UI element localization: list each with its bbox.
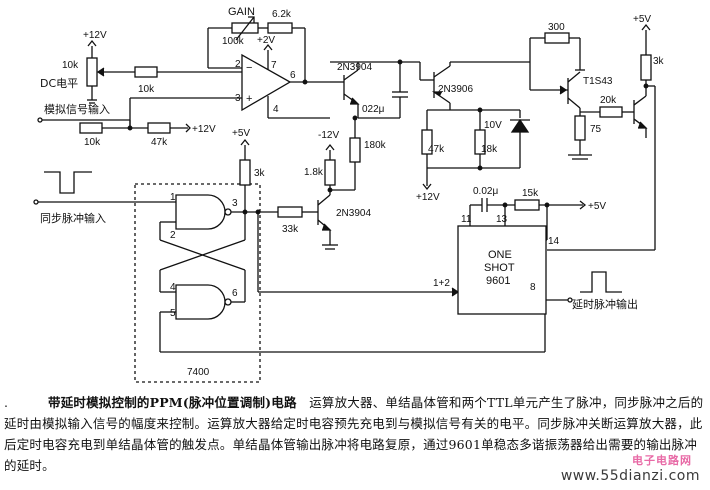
sync-section: 同步脉冲输入 1 2 3 4 5 6 7400	[33, 128, 546, 383]
caption-mark: .	[4, 395, 9, 410]
timing-supply: +12V	[416, 192, 440, 203]
circuit-schematic: − + 2 3 6 7 4 +2V GAIN 100k 6.2k	[33, 6, 665, 383]
sync-supply: +5V	[232, 128, 250, 139]
dc-pot	[86, 57, 98, 87]
switch-supply: -12V	[318, 130, 339, 141]
oneshot-ic	[457, 225, 547, 315]
sync-3k-resistor	[239, 159, 251, 186]
figure-caption: . 带延时模拟控制的PPM(脉冲位置调制)电路 运算放大器、单结晶体管和两个TTL…	[4, 392, 706, 476]
switch-section: 33k 2N3904 1.8k -12V 180k	[277, 115, 387, 250]
ujt-20k-value: 20k	[600, 95, 617, 106]
oneshot-15k-value: 15k	[522, 188, 539, 199]
timing-cap: 022μ	[362, 104, 385, 115]
sync-pulse-waveform	[44, 171, 92, 194]
dc-level-label: DC电平	[40, 77, 78, 90]
ujt-300-resistor	[544, 32, 570, 44]
timing-section: 2N3904 022μ 2N3906 47k +12V 18k	[330, 59, 530, 203]
pnp-type: 2N3906	[438, 84, 473, 95]
oneshot-cap: 0.02μ	[473, 186, 498, 197]
switch-18k-value: 1.8k	[304, 167, 324, 178]
analog-10k-value: 10k	[84, 137, 101, 148]
oneshot-pin-14: 14	[548, 236, 560, 247]
opamp-pin-6: 6	[290, 70, 296, 81]
switch-18k-resistor	[324, 159, 336, 186]
nand-pin-5: 5	[170, 308, 176, 319]
opamp-plus: +	[246, 93, 252, 105]
dc-resistor	[134, 66, 158, 78]
sync-3k-value: 3k	[254, 168, 266, 179]
ujt-75-value: 75	[590, 124, 602, 135]
opamp-supply: +2V	[257, 35, 275, 46]
timing-transistor-type: 2N3904	[337, 62, 372, 73]
ujt-300-value: 300	[548, 22, 565, 33]
nand-gate-2	[175, 284, 226, 320]
feedback-resistor	[267, 22, 293, 34]
dc-pot-value: 10k	[62, 60, 79, 71]
ujt-3k-value: 3k	[653, 56, 665, 67]
caption-text: 运算放大器、单结晶体管和两个TTL单元产生了脉冲，同步脉冲之后的延时由模拟输入信…	[4, 395, 704, 473]
caption-title: 带延时模拟控制的PPM(脉冲位置调制)电路	[48, 395, 297, 410]
analog-10k-resistor	[79, 122, 103, 134]
opamp-minus: −	[246, 62, 252, 74]
oneshot-pin-13: 13	[496, 214, 508, 225]
timing-47k-value: 47k	[428, 144, 445, 155]
opamp-pin-7: 7	[271, 60, 277, 71]
left-supply: +12V	[83, 30, 107, 41]
analog-input-label: 模拟信号输入	[44, 102, 110, 116]
watermark-url[interactable]: www.55dianzi.com	[560, 468, 700, 484]
ujt-20k-resistor	[599, 106, 623, 118]
ujt-section: 300 T1S43 75 20k 3k +5V	[529, 14, 665, 251]
ic-7400-box	[134, 183, 261, 383]
opamp-pin-2: 2	[235, 59, 241, 70]
analog-47k-value: 47k	[151, 137, 168, 148]
switch-180k-resistor	[349, 137, 361, 163]
oneshot-supply: +5V	[588, 201, 606, 212]
watermark-logo: 电子电路网	[632, 454, 692, 467]
analog-47k-supply: +12V	[192, 124, 216, 135]
opamp-pin-4: 4	[273, 104, 279, 115]
oneshot-pin-in: 1+2	[433, 278, 450, 289]
switch-33k-value: 33k	[282, 224, 299, 235]
oneshot-name-1: ONE	[488, 249, 512, 261]
oneshot-section: ONE SHOT 9601 11 13 14 1+2 8 0.02μ 15k +…	[433, 186, 638, 315]
analog-47k-resistor	[147, 122, 171, 134]
ic-7400-label: 7400	[187, 367, 210, 378]
left-input-section: +12V 10k DC电平 10k 模拟信号输入 10k 47k +12V	[37, 30, 242, 148]
oneshot-pin-11: 11	[461, 214, 472, 225]
nand-pin-3: 3	[232, 198, 238, 209]
oneshot-output-label: 延时脉冲输出	[572, 297, 638, 311]
oneshot-name-3: 9601	[486, 275, 510, 287]
ujt-3k-resistor	[640, 54, 652, 81]
switch-180k-value: 180k	[364, 140, 387, 151]
gain-label: GAIN	[228, 6, 255, 18]
site-watermark: 电子电路网 www.55dianzi.com	[561, 452, 700, 484]
ujt-supply: +5V	[633, 14, 651, 25]
switch-transistor-type: 2N3904	[336, 208, 371, 219]
zener-value: 10V	[484, 120, 502, 131]
dc-resistor-value: 10k	[138, 84, 155, 95]
ujt-type: T1S43	[583, 76, 613, 87]
opamp-section: − + 2 3 6 7 4 +2V GAIN 100k 6.2k	[207, 6, 330, 119]
output-pulse-waveform	[580, 271, 622, 293]
oneshot-pin-out: 8	[530, 282, 536, 293]
gain-pot-value: 100k	[222, 36, 245, 47]
nand-gate-1	[175, 194, 226, 230]
nand-pin-2: 2	[170, 230, 176, 241]
oneshot-name-2: SHOT	[484, 262, 515, 274]
ujt-75-resistor	[574, 115, 586, 141]
opamp-symbol	[241, 53, 292, 112]
nand-pin-1: 1	[170, 192, 176, 203]
nand-pin-6: 6	[232, 288, 238, 299]
sync-input-label: 同步脉冲输入	[40, 211, 106, 225]
oneshot-15k-resistor	[514, 199, 540, 211]
timing-18k-value: 18k	[481, 144, 498, 155]
switch-33k-resistor	[277, 206, 303, 218]
nand-pin-4: 4	[170, 282, 176, 293]
feedback-resistor-value: 6.2k	[272, 9, 292, 20]
